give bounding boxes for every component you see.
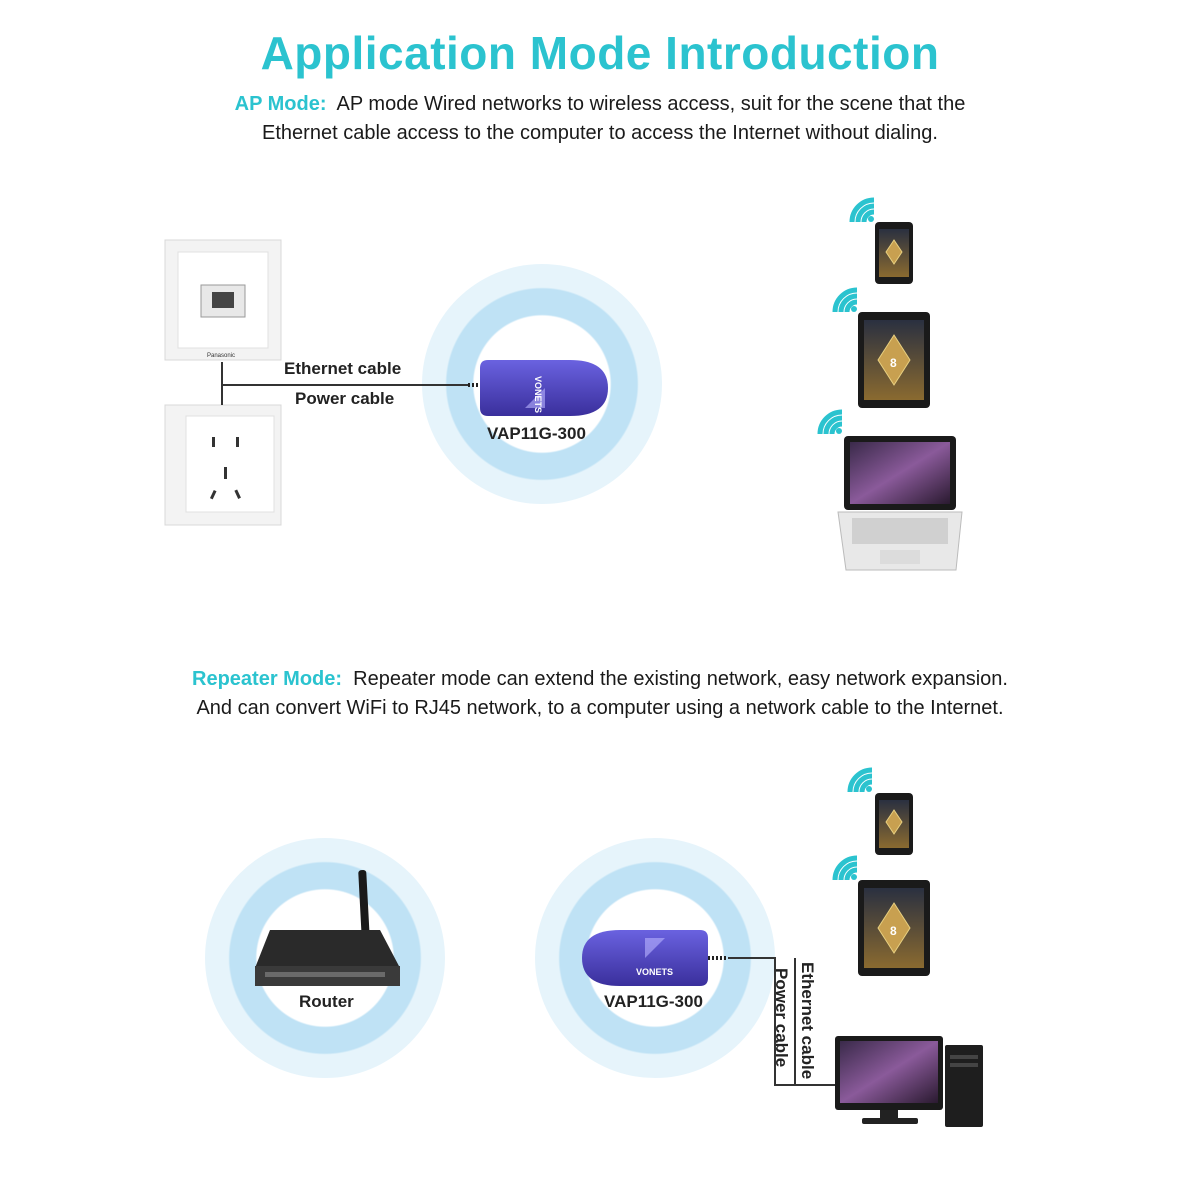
page-title: Application Mode Introduction [260, 27, 940, 79]
wifi-icon [850, 770, 872, 792]
svg-text:8: 8 [890, 356, 897, 370]
ap-mode-description: AP Mode: AP mode Wired networks to wirel… [0, 90, 1200, 148]
wifi-icon [820, 412, 842, 434]
laptop-icon [837, 436, 963, 571]
phone-icon [875, 222, 913, 284]
wifi-icon [852, 200, 874, 222]
wifi-icon [835, 290, 857, 312]
repeater-mode-line2: And can convert WiFi to RJ45 network, to… [196, 697, 1004, 719]
ap-power-cable-label: Power cable [295, 389, 395, 408]
phone-icon [875, 793, 913, 855]
ap-mode-line1: AP mode Wired networks to wireless acces… [336, 93, 966, 115]
repeater-mode-line1: Repeater mode can extend the existing ne… [353, 668, 1008, 690]
svg-text:8: 8 [890, 924, 897, 938]
tablet-icon: 8 [858, 312, 930, 408]
repeater-mode-label: Repeater Mode: [192, 668, 343, 690]
wifi-icon [835, 858, 857, 880]
repeater-device-label: VAP11G-300 [604, 992, 703, 1011]
desktop-icon [835, 1036, 983, 1127]
router-icon [255, 869, 400, 986]
wall-socket-icon [164, 404, 282, 526]
ethernet-wall-plate-icon [164, 239, 282, 361]
ap-device-label: VAP11G-300 [487, 424, 586, 443]
ap-device-logo: VONETS [533, 376, 543, 413]
tablet-icon: 8 [858, 880, 930, 976]
ap-vonets-device [480, 360, 608, 416]
repeater-mode-description: Repeater Mode: Repeater mode can extend … [0, 665, 1200, 723]
repeater-ethernet-cable-label: Ethernet cable [798, 962, 817, 1080]
ap-ethernet-cable-label: Ethernet cable [284, 359, 402, 378]
repeater-vonets-device [582, 930, 708, 986]
repeater-device-logo: VONETS [636, 967, 673, 977]
ap-mode-line2: Ethernet cable access to the computer to… [262, 122, 938, 144]
router-label: Router [299, 992, 354, 1011]
wall-plate-brand: Panasonic [207, 353, 235, 359]
ap-mode-label: AP Mode: [234, 93, 327, 115]
repeater-power-cable-label: Power cable [772, 968, 791, 1068]
